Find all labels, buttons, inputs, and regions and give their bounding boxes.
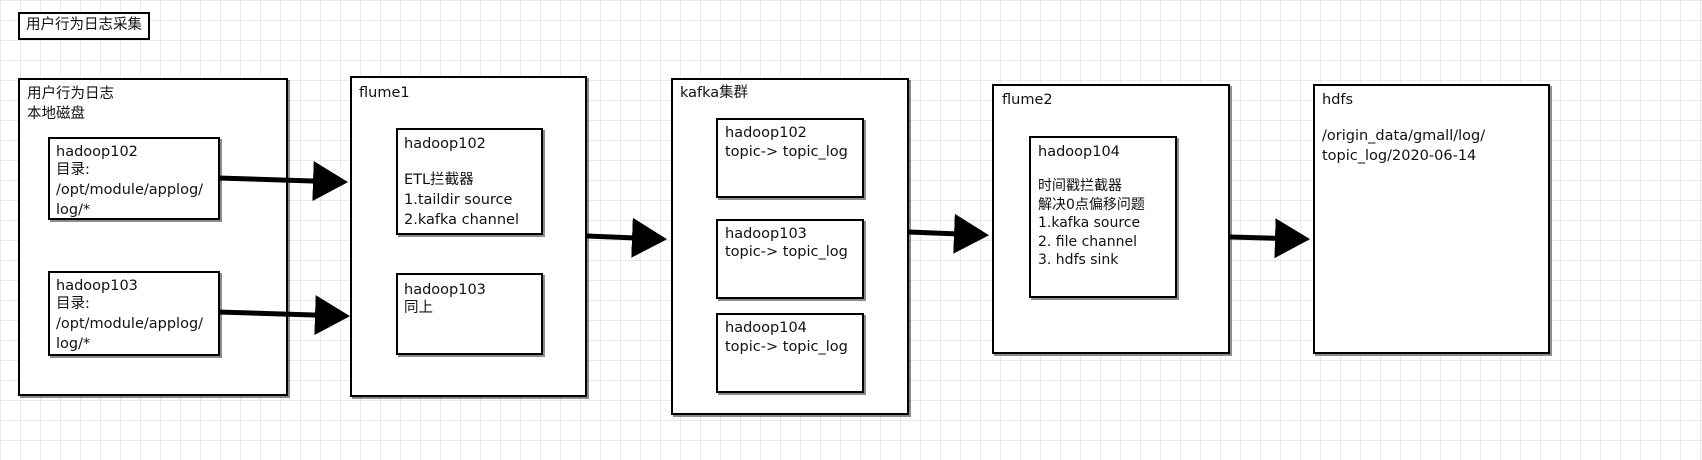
source-host-hadoop102 bbox=[48, 137, 220, 220]
arrow-source103-to-flume1 bbox=[217, 295, 350, 336]
flume1-host-hadoop103-name: hadoop103 bbox=[404, 282, 486, 298]
hdfs-path: /origin_data/gmall/log/ topic_log/2020-0… bbox=[1322, 128, 1486, 164]
arrow-flume2-to-hdfs bbox=[1229, 218, 1310, 259]
diagram-title: 用户行为日志采集 bbox=[26, 17, 142, 33]
kafka-label: kafka集群 bbox=[680, 85, 749, 101]
kafka-host-hadoop103-body: topic-> topic_log bbox=[725, 244, 848, 260]
kafka-host-hadoop104-body: topic-> topic_log bbox=[725, 339, 848, 355]
source-host-hadoop103 bbox=[48, 271, 220, 356]
flume2-host-hadoop104-body: 时间戳拦截器 解决0点偏移问题 1.kafka source 2. file c… bbox=[1038, 178, 1145, 268]
flume1-host-hadoop102-body: ETL拦截器 1.taildir source 2.kafka channel bbox=[404, 172, 519, 228]
kafka-host-hadoop102-name: hadoop102 bbox=[725, 125, 807, 141]
kafka-host-hadoop103-name: hadoop103 bbox=[725, 226, 807, 242]
title-box bbox=[18, 12, 150, 40]
flume1-label: flume1 bbox=[359, 85, 410, 101]
arrow-flume1-to-kafka bbox=[586, 217, 667, 258]
flume2-label: flume2 bbox=[1002, 92, 1053, 108]
kafka-host-hadoop102 bbox=[716, 118, 864, 198]
flume1-host-hadoop103 bbox=[396, 273, 543, 355]
source-label: 用户行为日志 本地磁盘 bbox=[27, 86, 114, 122]
kafka-host-hadoop104 bbox=[716, 313, 864, 393]
kafka-host-hadoop104-name: hadoop104 bbox=[725, 320, 807, 336]
flume1-host-hadoop103-body: 同上 bbox=[404, 300, 433, 316]
flume1-host-hadoop102-name: hadoop102 bbox=[404, 136, 486, 152]
arrow-source102-to-flume1 bbox=[217, 161, 348, 202]
source-host-hadoop103-name: hadoop103 bbox=[56, 278, 138, 294]
hdfs-container bbox=[1313, 84, 1550, 354]
source-host-hadoop102-name: hadoop102 bbox=[56, 144, 138, 160]
hdfs-label: hdfs bbox=[1322, 92, 1354, 108]
flume2-host-hadoop104-name: hadoop104 bbox=[1038, 144, 1120, 160]
kafka-host-hadoop103 bbox=[716, 219, 864, 299]
source-host-hadoop103-body: 目录: /opt/module/applog/ log/* bbox=[56, 296, 204, 352]
flume2-host-hadoop104 bbox=[1029, 136, 1177, 298]
kafka-host-hadoop102-body: topic-> topic_log bbox=[725, 144, 848, 160]
source-host-hadoop102-body: 目录: /opt/module/applog/ log/* bbox=[56, 162, 204, 218]
flume1-host-hadoop102 bbox=[396, 128, 543, 235]
arrow-kafka-to-flume2 bbox=[908, 213, 989, 254]
